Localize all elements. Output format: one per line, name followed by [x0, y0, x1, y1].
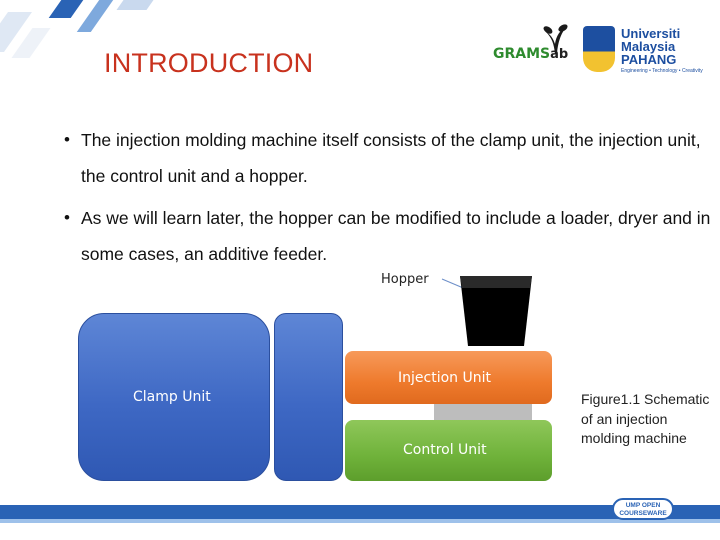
ump-name-line2: Malaysia — [621, 39, 676, 54]
injection-unit-label: Injection Unit — [398, 370, 491, 386]
ump-shield-logo — [583, 26, 615, 72]
hopper-shape — [441, 276, 532, 346]
ump-name-line1: Universiti — [621, 26, 681, 41]
bullet-item: The injection molding machine itself con… — [62, 122, 712, 194]
leaf-icon — [543, 24, 568, 54]
unit-connector — [434, 404, 532, 420]
control-unit-block — [345, 420, 552, 481]
ump-logo-name: Universiti Malaysia PAHANG — [621, 27, 680, 66]
bullet-list: The injection molding machine itself con… — [62, 122, 712, 278]
ump-open-courseware-logo: UMP OPEN COURSEWARE — [612, 498, 674, 520]
ocw-line1: UMP OPEN — [625, 502, 661, 509]
ump-tagline: Engineering • Technology • Creativity — [621, 68, 703, 74]
figure-caption: Figure1.1 Schematic of an injection mold… — [581, 391, 710, 446]
footer-band-light — [0, 519, 720, 523]
hopper-rim — [460, 276, 532, 288]
grams-logo-text: GRAMS — [493, 46, 551, 62]
footer-band — [0, 505, 720, 519]
clamp-platen-block — [274, 313, 343, 481]
bullet-item: As we will learn later, the hopper can b… — [62, 200, 712, 272]
hopper-funnel — [460, 276, 532, 346]
slide-title: INTRODUCTION — [104, 48, 314, 78]
ump-name-line3: PAHANG — [621, 52, 677, 67]
hopper-label: Hopper — [381, 272, 429, 287]
control-unit-label: Control Unit — [403, 442, 487, 458]
clamp-unit-label: Clamp Unit — [133, 389, 211, 405]
injection-unit-block — [345, 351, 552, 404]
ocw-line2: COURSEWARE — [619, 510, 667, 517]
clamp-unit-block — [78, 313, 270, 481]
